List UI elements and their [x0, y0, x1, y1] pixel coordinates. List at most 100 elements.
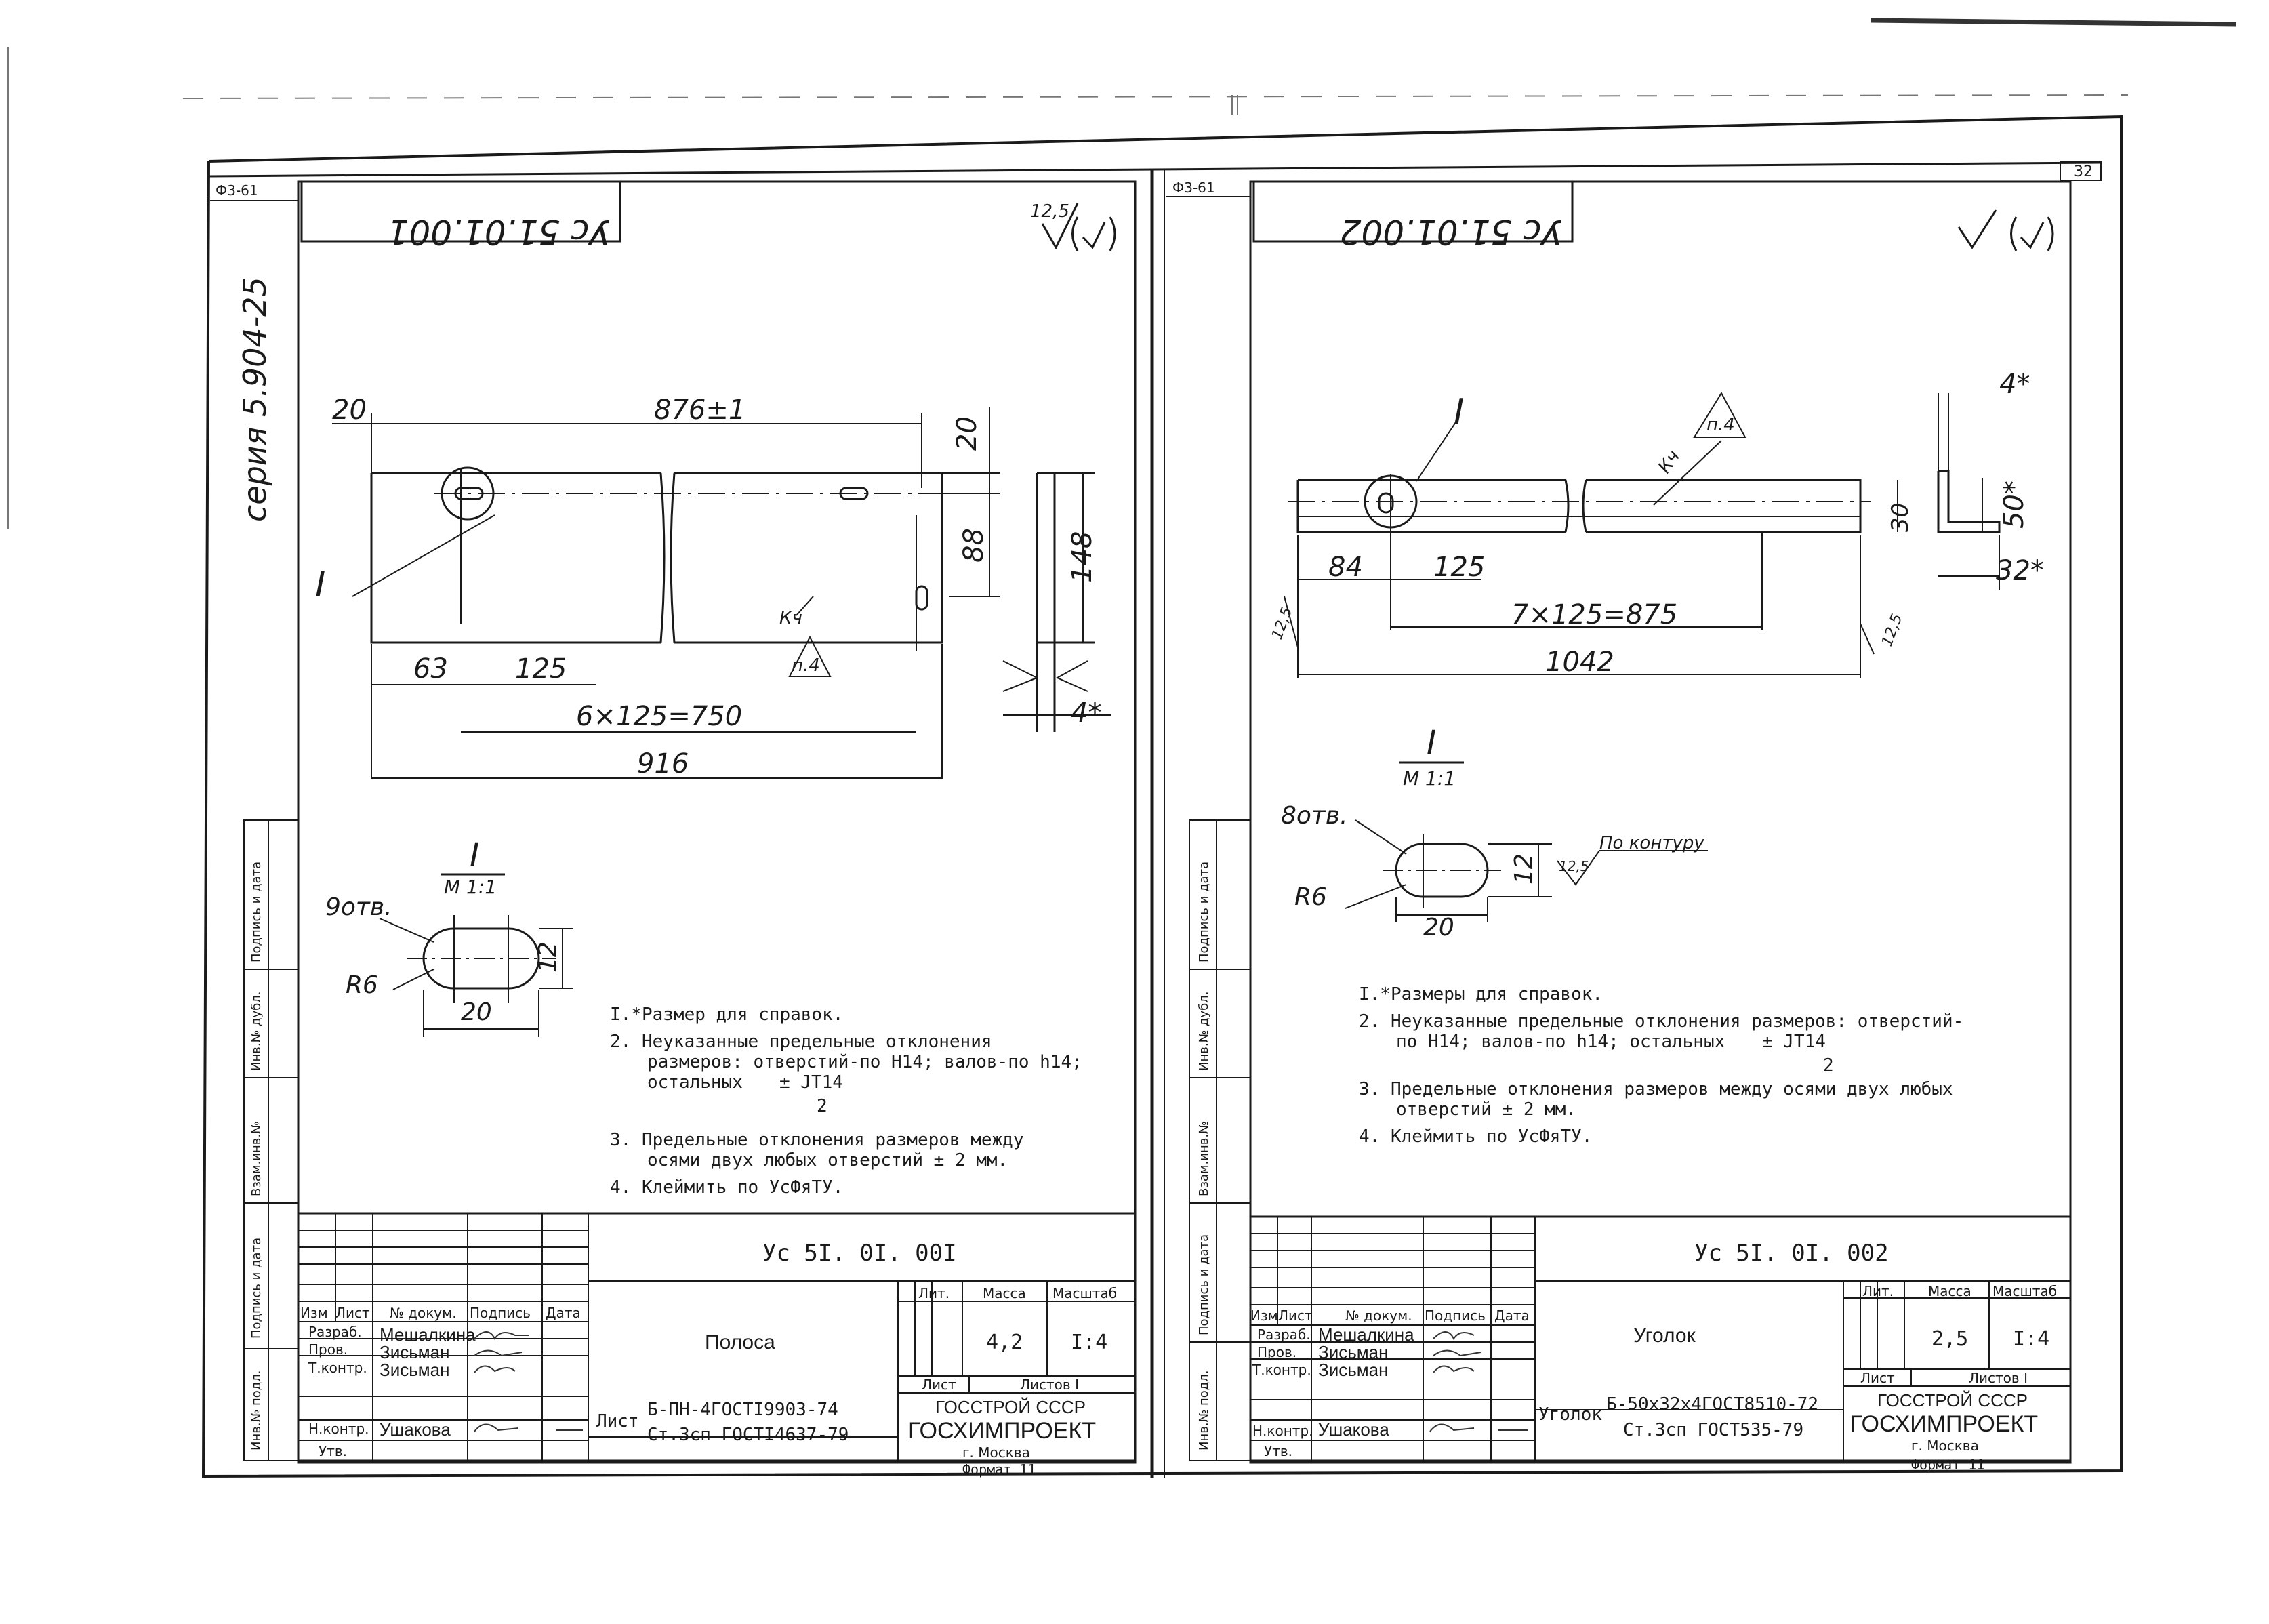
svg-text:Подпись: Подпись — [1425, 1307, 1486, 1324]
svg-text:2: 2 — [1823, 1055, 1834, 1076]
svg-text:Масштаб: Масштаб — [1052, 1285, 1117, 1301]
svg-text:Подпись и дата: Подпись и дата — [1197, 861, 1211, 962]
svg-text:Подпись и дата: Подпись и дата — [1197, 1234, 1211, 1335]
svg-text:± JT14: ± JT14 — [1762, 1032, 1826, 1052]
svg-text:ГОССТРОЙ СССР: ГОССТРОЙ СССР — [935, 1397, 1086, 1417]
holes-count: 9отв. — [325, 893, 392, 921]
material-line2: Ст.3сп ГОСТ535-79 — [1623, 1420, 1803, 1440]
svg-text:М 1:1: М 1:1 — [444, 876, 497, 898]
slot-height: 12 — [534, 941, 562, 973]
svg-text:Подпись: Подпись — [470, 1305, 531, 1321]
svg-text:Масштаб: Масштаб — [1992, 1283, 2057, 1299]
left-title-block: Изм Лист № докум. Подпись Дата Разраб. П… — [297, 1212, 1137, 1478]
radius: R6 — [1294, 883, 1327, 911]
slot-width: 20 — [461, 998, 492, 1026]
dim-20-top: 20 — [332, 394, 367, 426]
stamp-rotated: Ус 51.01.002 — [1340, 212, 1562, 251]
svg-text:Масса: Масса — [983, 1285, 1026, 1301]
svg-text:Разраб.: Разраб. — [308, 1324, 362, 1340]
left-notes: I.*Размер для справок. 2. Неуказанные пр… — [610, 1004, 1082, 1198]
svg-text:Пров.: Пров. — [1257, 1344, 1296, 1360]
svg-text:№ докум.: № докум. — [390, 1305, 457, 1321]
svg-text:г. Москва: г. Москва — [1911, 1438, 1979, 1454]
svg-text:Масса: Масса — [1928, 1283, 1971, 1299]
svg-text:Листов I: Листов I — [1020, 1377, 1079, 1393]
svg-text:Дата: Дата — [1494, 1307, 1530, 1324]
svg-text:Лит.: Лит. — [1862, 1283, 1894, 1299]
svg-text:Уголок: Уголок — [1538, 1404, 1602, 1425]
svg-text:2. Неуказанные предельные откл: 2. Неуказанные предельные отклонения — [610, 1032, 992, 1052]
material-line2: Ст.3сп ГОСТI4637-79 — [647, 1425, 849, 1445]
dim-916: 916 — [637, 748, 689, 779]
svg-text:Кч: Кч — [1654, 447, 1684, 477]
dim-20-right: 20 — [952, 416, 983, 451]
svg-text:размеров: отверстий-по Н14; ва: размеров: отверстий-по Н14; валов-по h14… — [647, 1052, 1082, 1072]
svg-text:Утв.: Утв. — [1264, 1443, 1292, 1459]
dim-4: 4* — [1999, 369, 2030, 400]
svg-text:№ докум.: № докум. — [1345, 1307, 1412, 1324]
contour-note: По контуру — [1599, 833, 1704, 853]
svg-text:I: I — [1427, 724, 1436, 762]
svg-text:Инв.№ подл.: Инв.№ подл. — [249, 1371, 264, 1450]
dim-125: 125 — [515, 653, 567, 685]
radius: R6 — [346, 971, 378, 999]
svg-text:М 1:1: М 1:1 — [1403, 767, 1456, 790]
part-name: Полоса — [705, 1331, 775, 1354]
left-detail: I М 1:1 9отв. R6 20 12 — [325, 836, 573, 1037]
strip-part — [370, 466, 1095, 732]
svg-text:4. Клеймить по УсФяТУ.: 4. Клеймить по УсФяТУ. — [1359, 1126, 1592, 1147]
scan-marks — [7, 18, 2237, 529]
right-detail: I М 1:1 8отв. R6 20 12 12,5 По контуру — [1281, 724, 1708, 941]
svg-text:Н.контр.: Н.контр. — [1252, 1423, 1313, 1439]
svg-text:Изм: Изм — [1250, 1307, 1278, 1324]
svg-text:Лист: Лист — [922, 1377, 956, 1393]
right-sheet: Ф3-61 Ус 51.01.002 — [1166, 180, 2072, 1473]
material-line1: Б-50х32х4ГОСТ8510-72 — [1606, 1394, 1818, 1415]
svg-text:по Н14; валов-по h14; остальны: по Н14; валов-по h14; остальных — [1396, 1032, 1725, 1052]
norm-controller: Ушакова — [1318, 1419, 1389, 1440]
svg-text:г. Москва: г. Москва — [962, 1444, 1030, 1461]
detail-label: I — [1454, 392, 1464, 432]
svg-text:12,5: 12,5 — [1030, 201, 1069, 222]
svg-text:Подпись и дата: Подпись и дата — [249, 1238, 264, 1339]
dim-63: 63 — [413, 653, 448, 685]
dim-125: 125 — [1433, 552, 1485, 583]
detail-label: I — [315, 565, 325, 605]
corner-code: Ф3-61 — [1172, 180, 1215, 196]
designation: Ус 5I. 0I. 002 — [1694, 1240, 1889, 1267]
tech-controller: Зисьман — [1318, 1360, 1388, 1380]
mass: 2,5 — [1931, 1327, 1968, 1351]
svg-text:Взам.инв.№: Взам.инв.№ — [1197, 1121, 1211, 1196]
svg-text:Лит.: Лит. — [918, 1285, 949, 1301]
svg-text:I: I — [470, 836, 479, 874]
svg-text:Дата: Дата — [546, 1305, 581, 1321]
left-side-column: Подпись и дата Инв.№ дубл. Взам.инв.№ По… — [243, 819, 299, 1461]
svg-text:Формат 11: Формат 11 — [962, 1461, 1036, 1478]
svg-text:3. Предельные отклонения разме: 3. Предельные отклонения размеров между — [610, 1130, 1023, 1150]
dim-50: 50* — [1999, 481, 2030, 529]
dim-148: 148 — [1067, 531, 1098, 583]
dim-88: 88 — [958, 528, 989, 563]
weld-size: п.4 — [792, 655, 820, 676]
left-sheet: Ф3-61 Ус 51.01.001 12,5 — [210, 180, 1137, 1478]
svg-text:Взам.инв.№: Взам.инв.№ — [249, 1121, 264, 1196]
slot-height: 12 — [1510, 853, 1538, 885]
svg-text:I.*Размеры для справок.: I.*Размеры для справок. — [1359, 984, 1603, 1004]
scale: I:4 — [2013, 1327, 2049, 1351]
svg-text:± JT14: ± JT14 — [779, 1072, 843, 1093]
right-title-block: Изм Лист № докум. Подпись Дата Разраб. П… — [1249, 1215, 2072, 1473]
svg-text:3. Предельные отклонения разме: 3. Предельные отклонения размеров между … — [1359, 1079, 1953, 1099]
svg-text:Лист: Лист — [335, 1305, 370, 1321]
designation: Ус 5I. 0I. 00I — [762, 1240, 957, 1267]
scale: I:4 — [1071, 1331, 1107, 1354]
slot-width: 20 — [1423, 914, 1454, 941]
stamp-rotated: Ус 51.01.001 — [388, 212, 610, 251]
svg-text:Т.контр.: Т.контр. — [1252, 1362, 1311, 1378]
svg-text:отверстий ± 2 мм.: отверстий ± 2 мм. — [1396, 1099, 1576, 1120]
dim-4: 4* — [1071, 697, 1101, 729]
dim-30: 30 — [1887, 503, 1914, 532]
svg-text:п.4: п.4 — [1706, 415, 1735, 435]
svg-text:остальных: остальных — [647, 1072, 743, 1093]
norm-controller: Ушакова — [380, 1419, 451, 1440]
